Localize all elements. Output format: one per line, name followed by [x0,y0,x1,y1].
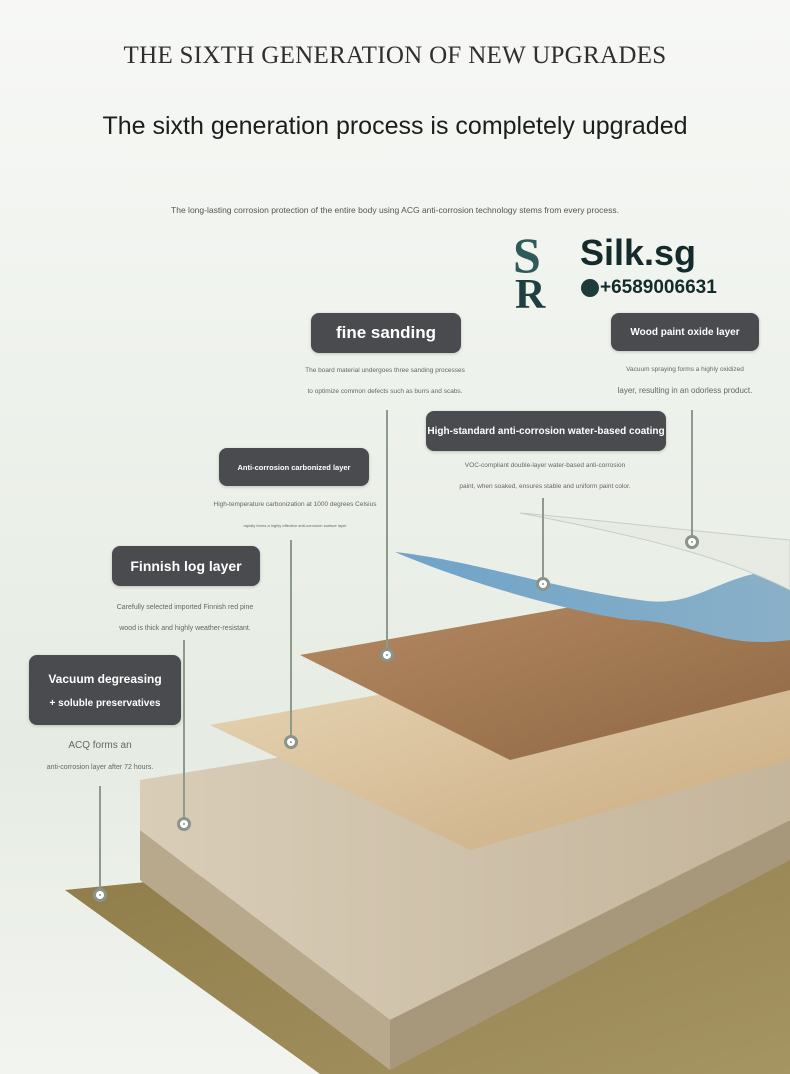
marker-dot [685,535,699,549]
water-based-coating-layer [395,552,790,643]
intro-text: The long-lasting corrosion protection of… [171,205,619,215]
desc-line: rapidly forms a highly effective anti-co… [243,523,347,528]
desc-line: layer, resulting in an odorless product. [617,386,753,395]
marker-dot [380,648,394,662]
desc-line: ACQ forms an [68,740,132,751]
desc-line: VOC-compliant double-layer water-based a… [464,462,626,469]
desc-water-based-coating: VOC-compliant double-layer water-based a… [420,455,670,497]
marker-dot [93,888,107,902]
svg-text:R: R [515,272,546,308]
desc-line: to optimize common defects such as burrs… [307,388,463,395]
desc-wood-paint-oxide: Vacuum spraying forms a highly oxidized … [590,359,780,401]
sanded-layer [300,600,790,760]
desc-line: Vacuum spraying forms a highly oxidized [626,366,744,373]
silk-logo-monogram: S R [513,228,599,308]
label-line: Vacuum degreasing [48,671,162,686]
label-carbonized-layer: Anti-corrosion carbonized layer [219,448,369,486]
label-fine-sanding: fine sanding [311,313,461,353]
page-subtitle: The sixth generation process is complete… [102,112,688,140]
desc-line: Carefully selected imported Finnish red … [116,604,254,611]
page-title: THE SIXTH GENERATION OF NEW UPGRADES [123,42,667,69]
desc-line: anti-corrosion layer after 72 hours. [46,764,154,771]
desc-fine-sanding: The board material undergoes three sandi… [290,360,480,402]
label-water-based-coating: High-standard anti-corrosion water-based… [426,411,666,451]
marker-dot [284,735,298,749]
desc-carbonized-layer: High-temperature carbonization at 1000 d… [200,494,390,536]
marker-dot [536,577,550,591]
desc-line: The board material undergoes three sandi… [305,367,465,374]
label-wood-paint-oxide: Wood paint oxide layer [611,313,759,351]
marker-dot [177,817,191,831]
logo-brand: Silk.sg [580,232,697,273]
label-finnish-log: Finnish log layer [112,546,260,586]
label-vacuum-degreasing: Vacuum degreasing + soluble preservative… [29,655,181,725]
desc-line: wood is thick and highly weather-resista… [119,625,251,632]
desc-line: paint, when soaked, ensures stable and u… [459,483,631,490]
paint-oxide-layer [519,512,790,591]
desc-vacuum-degreasing: ACQ forms an anti-corrosion layer after … [20,735,180,779]
logo-phone: +6589006631 [600,277,717,298]
svg-text:S: S [513,228,541,283]
desc-finnish-log: Carefully selected imported Finnish red … [90,597,280,639]
desc-line: High-temperature carbonization at 1000 d… [213,501,377,508]
label-line: + soluble preservatives [49,697,161,709]
